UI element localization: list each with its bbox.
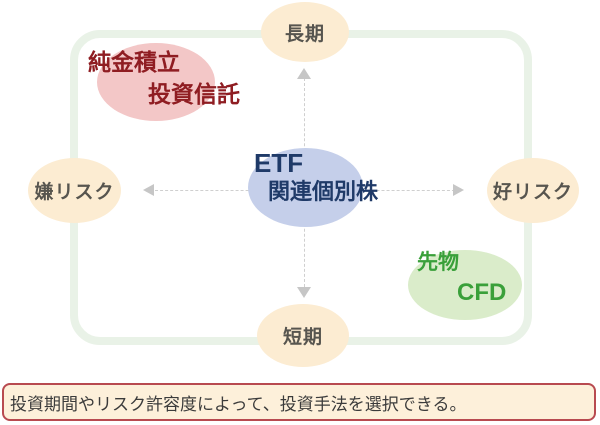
arrow-down-icon: [297, 287, 311, 298]
axis-label-long-term: 長期: [284, 23, 325, 45]
axis-node-short-term: 短期: [257, 304, 349, 367]
arrow-up-icon: [297, 68, 311, 79]
axis-node-risk-averse: 嫌リスク: [28, 158, 121, 223]
group-ellipse-etf: [248, 148, 363, 227]
group-ellipse-gold: [97, 43, 215, 121]
group-label-etf-line1: ETF: [254, 148, 304, 178]
group-label-etf-line2: 関連個別株: [268, 179, 379, 204]
axis-label-risk-averse: 嫌リスク: [34, 182, 115, 203]
axis-label-risk-seeking: 好リスク: [492, 182, 573, 203]
axis-node-long-term: 長期: [261, 2, 349, 62]
caption-text: 投資期間やリスク許容度によって、投資手法を選択できる。: [10, 394, 467, 414]
group-label-futures-line1: 先物: [417, 251, 459, 274]
arrow-left-icon: [143, 184, 154, 196]
group-label-gold-line1: 純金積立: [88, 49, 180, 75]
group-label-gold-line2: 投資信託: [148, 81, 240, 107]
group-ellipse-futures: [408, 250, 522, 320]
caption-box: 投資期間やリスク許容度によって、投資手法を選択できる。: [2, 383, 596, 421]
axis-label-short-term: 短期: [282, 327, 323, 348]
group-label-futures-line2: CFD: [457, 279, 507, 306]
arrow-right-icon: [453, 184, 464, 196]
axis-node-risk-seeking: 好リスク: [487, 158, 579, 223]
